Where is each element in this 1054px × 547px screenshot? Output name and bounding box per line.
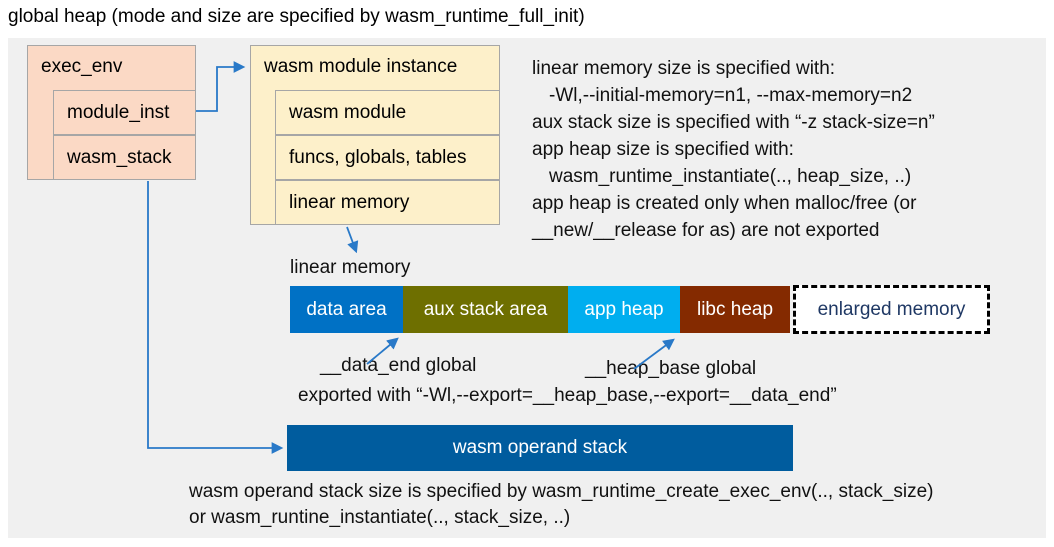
funcs-globals-tables-label: funcs, globals, tables [289,146,467,168]
note-line: aux stack size is specified with “-z sta… [532,112,935,133]
segment-data-area-label: data area [306,298,387,320]
note-line: linear memory size is specified with: [532,58,836,79]
exec-env-label: exec_env [41,56,123,77]
bottom-note-line: wasm operand stack size is specified by … [189,481,934,502]
wasm-stack-label: wasm_stack [67,146,172,168]
wasm-operand-stack-label: wasm operand stack [452,437,628,458]
segment-libc-heap: libc heap [680,286,790,333]
notes-right: linear memory size is specified with: -W… [532,55,1032,244]
funcs-globals-tables-box: funcs, globals, tables [275,135,500,180]
segment-app-heap-label: app heap [584,298,664,320]
note-line: __new/__release for as) are not exported [532,220,880,241]
diagram-title: global heap (mode and size are specified… [8,6,585,27]
linear-memory-row-label: linear memory [289,191,410,213]
module-instance-label: wasm module instance [264,56,458,77]
exported-with-label: exported with “-Wl,--export=__heap_base,… [298,385,837,406]
segment-app-heap: app heap [568,286,680,333]
wasm-stack-box: wasm_stack [53,135,196,180]
segment-libc-heap-label: libc heap [696,298,774,320]
heap-base-global-label: __heap_base global [585,358,757,379]
note-line: wasm_runtime_instantiate(.., heap_size, … [549,166,912,187]
bottom-notes: wasm operand stack size is specified by … [189,479,934,531]
wasm-module-box: wasm module [275,90,500,135]
module-inst-box: module_inst [53,90,196,135]
note-line: app heap is created only when malloc/fre… [532,193,917,214]
linear-memory-row-box: linear memory [275,180,500,225]
linear-memory-label: linear memory [290,257,411,278]
segment-enlarged-memory: enlarged memory [793,285,990,334]
segment-aux-stack-area: aux stack area [403,286,568,333]
segment-data-area: data area [290,286,403,333]
segment-enlarged-memory-label: enlarged memory [817,298,966,320]
wasm-module-label: wasm module [289,101,407,123]
note-line: app heap size is specified with: [532,139,794,160]
note-line: -Wl,--initial-memory=n1, --max-memory=n2 [549,85,913,106]
wasm-operand-stack-bar: wasm operand stack [287,425,793,471]
segment-aux-stack-area-label: aux stack area [423,298,548,320]
module-inst-label: module_inst [67,101,170,123]
data-end-global-label: __data_end global [320,355,477,376]
bottom-note-line: or wasm_runtine_instantiate(.., stack_si… [189,507,571,528]
